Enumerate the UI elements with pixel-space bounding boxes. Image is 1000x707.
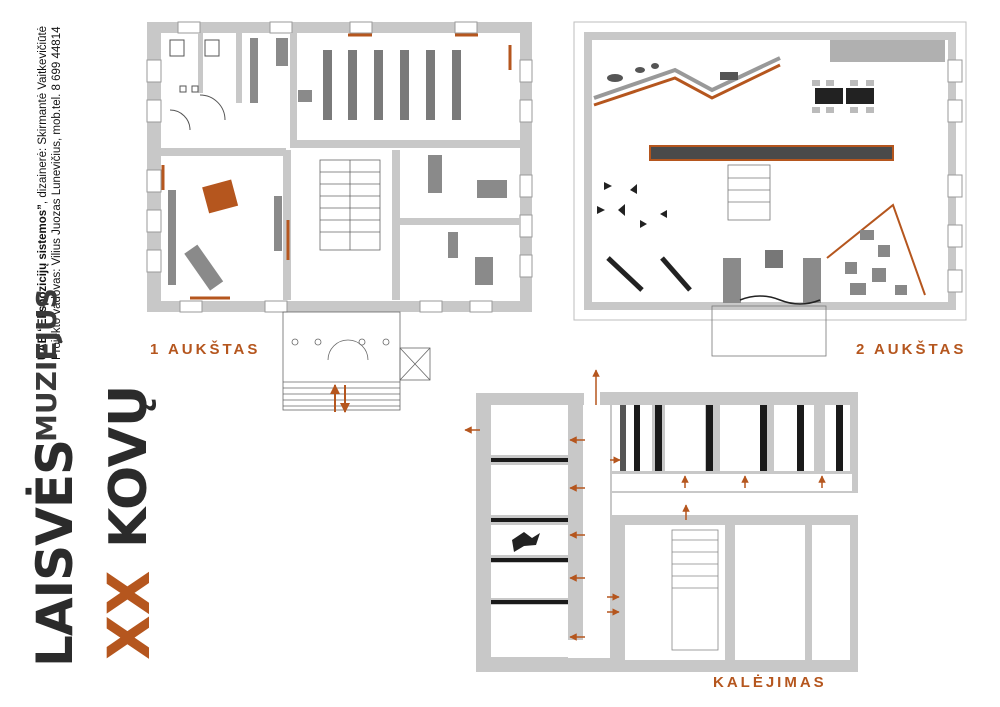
second-floor-tables (765, 88, 874, 268)
first-floor-stairs (319, 159, 381, 251)
second-floor-stairs (711, 164, 827, 357)
second-floor-label: 2 AUKŠTAS (856, 341, 967, 358)
prison-floor-plan (464, 369, 858, 672)
credits-designer: , dizainerė: Skirmantė Vaitkevičiūtė (37, 25, 49, 205)
logo-word-muziejus: MUZIEJUS (30, 288, 63, 442)
prison-cell-bars (491, 405, 843, 604)
first-floor-entrance (282, 311, 431, 411)
first-floor-plan (146, 21, 533, 413)
second-floor-room-objects (845, 230, 907, 295)
first-floor-label: 1 AUKŠTAS (150, 341, 261, 358)
first-floor-table (202, 179, 239, 214)
second-floor-plan (573, 21, 967, 357)
first-floor-rails (161, 33, 512, 300)
prison-stairs (671, 529, 719, 651)
first-floor-showcases (168, 38, 507, 291)
second-floor-windows (947, 59, 963, 293)
second-floor-triangle-markers (597, 182, 667, 228)
second-floor-objects (607, 63, 738, 82)
first-floor-wc (169, 39, 226, 131)
prison-label: KALĖJIMAS (713, 674, 827, 691)
prison-route-arrows (464, 369, 826, 641)
logo-word-kovu: KOVŲ (99, 384, 159, 548)
logo-word-laisves: LAISVĖS (26, 439, 84, 667)
second-floor-chairs (812, 80, 874, 113)
logo-word-xx: XX (95, 570, 163, 660)
second-floor-central-showcase (649, 145, 894, 161)
first-floor-windows (146, 21, 533, 313)
first-floor-bench-rows (323, 50, 461, 120)
